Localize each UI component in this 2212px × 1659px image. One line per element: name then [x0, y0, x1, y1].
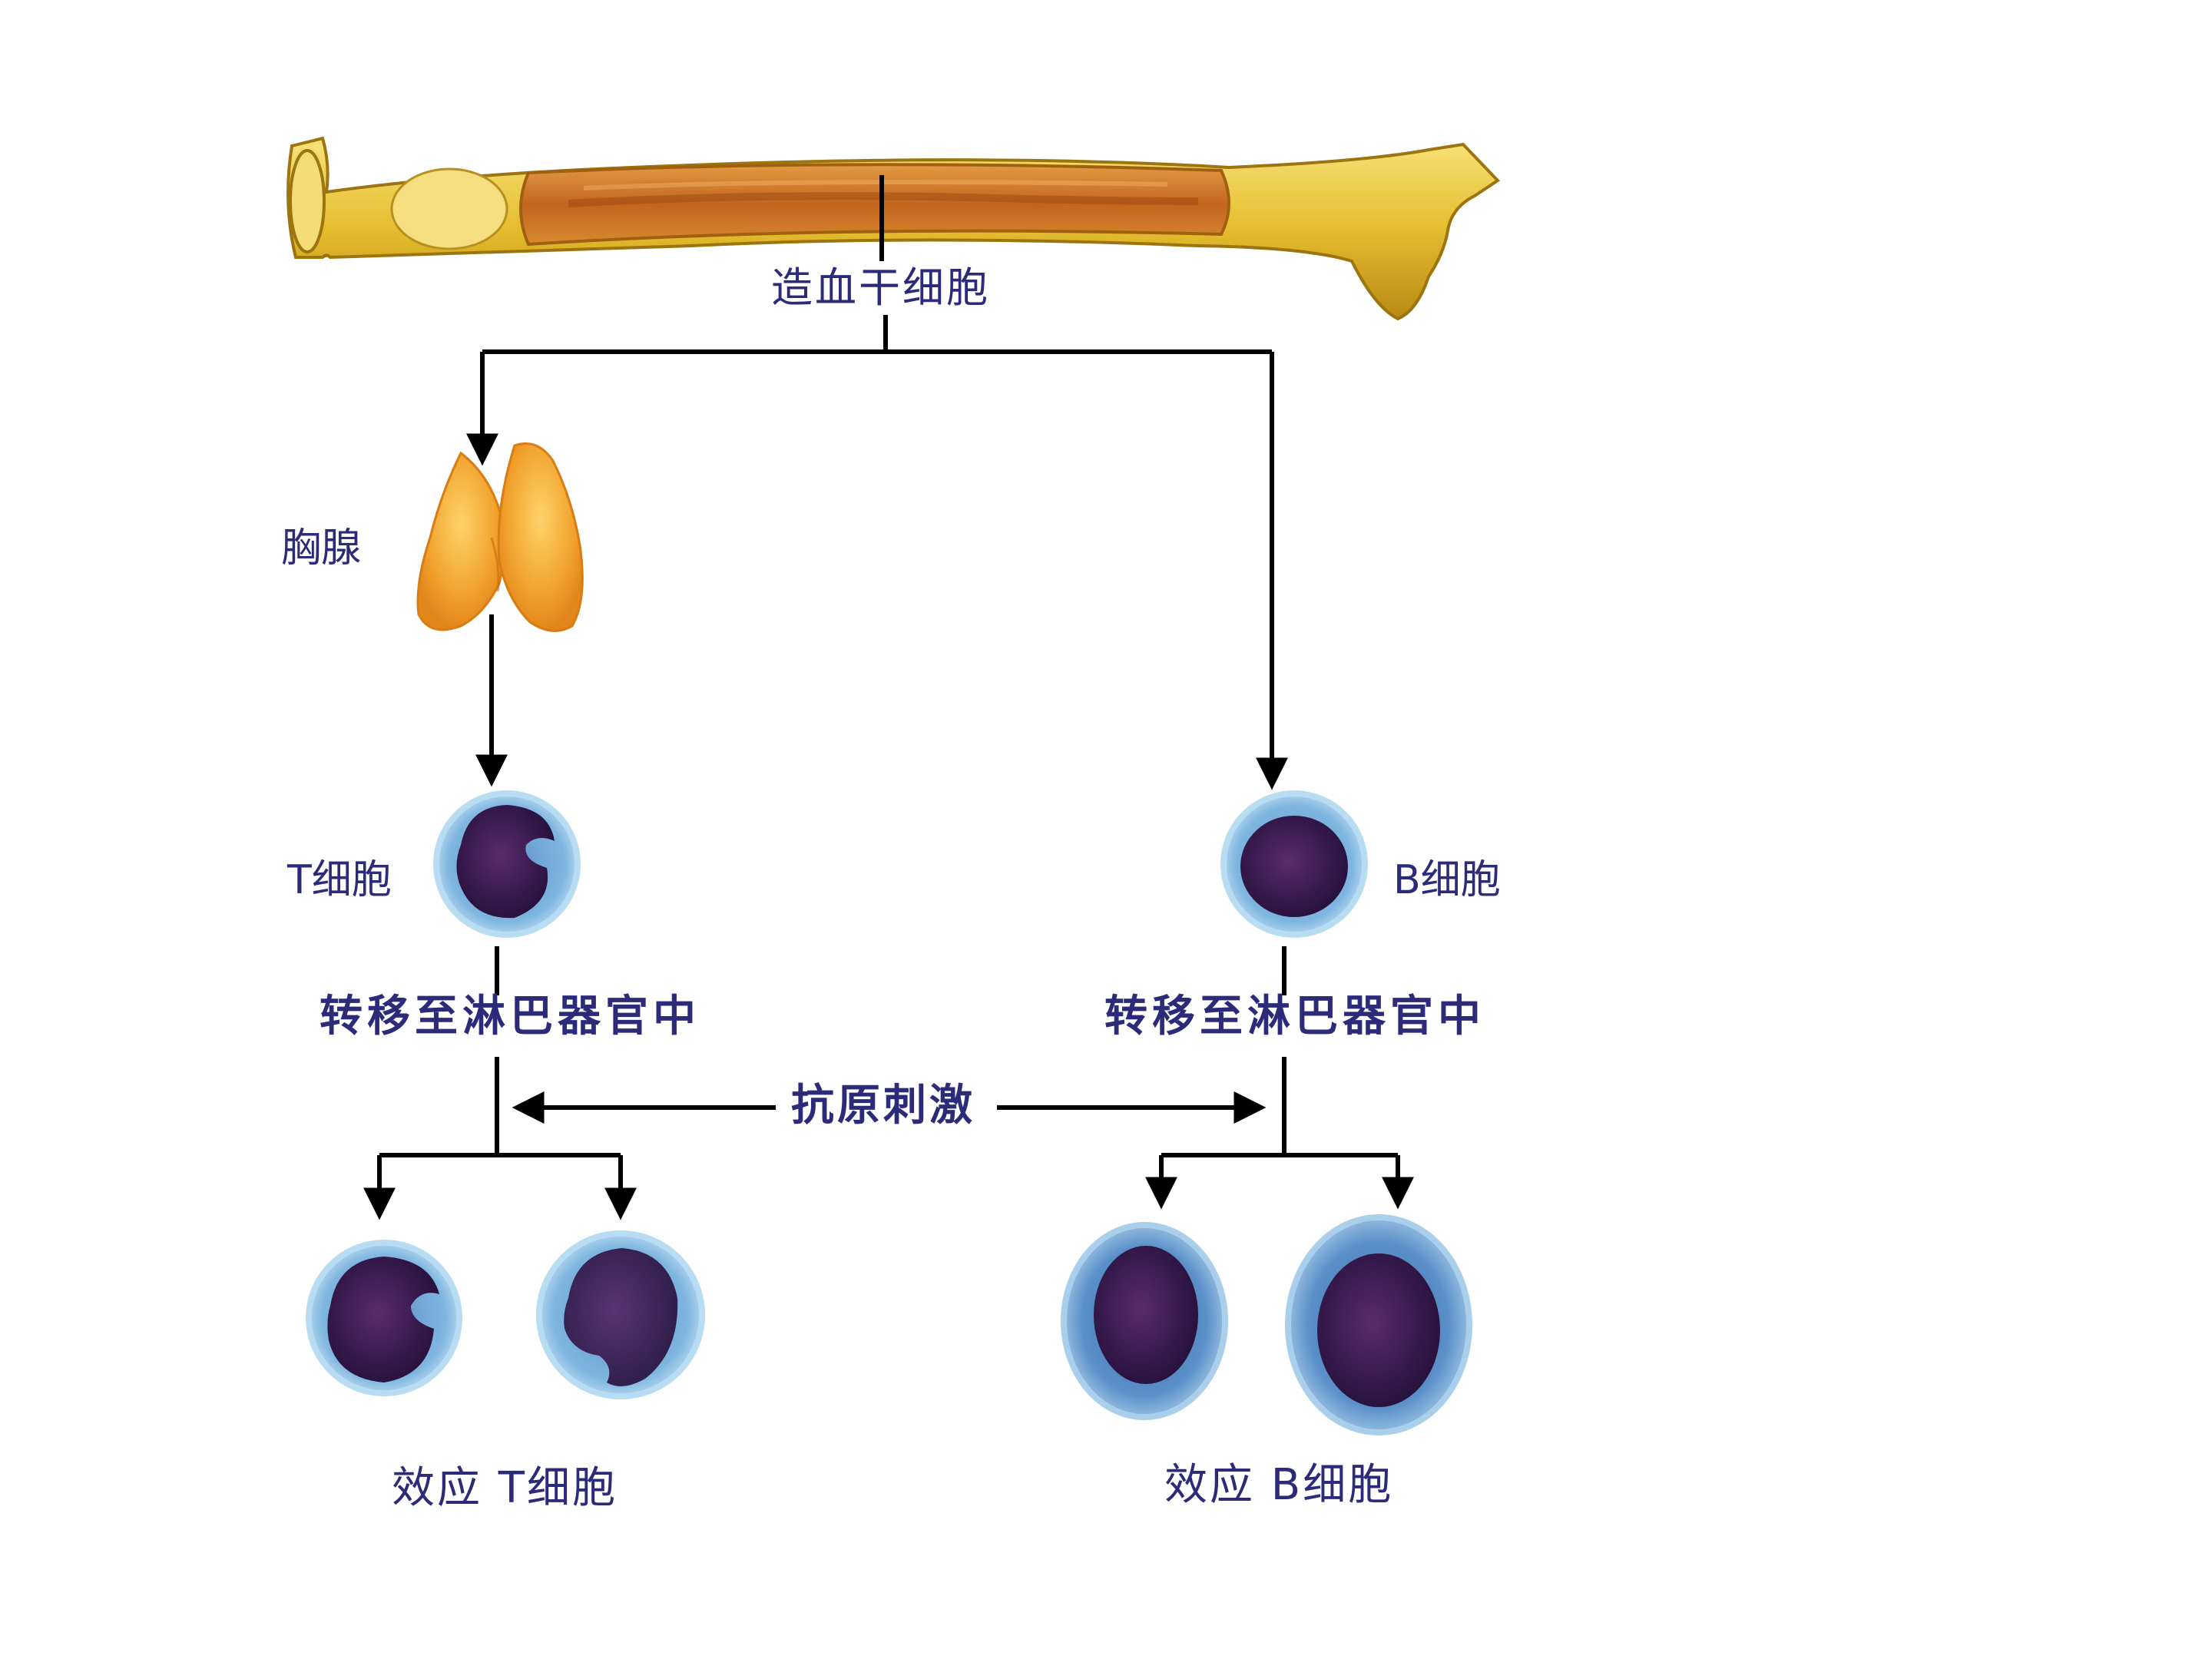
- bone-illustration: [286, 136, 1501, 321]
- effector-t-cell-2: [536, 1230, 705, 1399]
- t-cell-illustration: [433, 790, 581, 938]
- label-stem-cell: 造血干细胞: [771, 263, 990, 312]
- effector-b-cell-2: [1285, 1214, 1472, 1435]
- label-antigen-stimulation: 抗原刺激: [791, 1081, 975, 1131]
- thymus-illustration: [416, 442, 584, 632]
- label-b-cell: B细胞: [1393, 857, 1501, 903]
- effector-b-cell-1: [1061, 1222, 1228, 1420]
- label-effector-b-cell: 效应 B细胞: [1164, 1460, 1394, 1510]
- label-effector-t-cell: 效应 T细胞: [392, 1463, 618, 1513]
- label-migrate-left: 转移至淋巴器官中: [320, 992, 700, 1041]
- connector-lines: [363, 175, 1414, 1220]
- label-t-cell: T细胞: [287, 857, 392, 903]
- b-cell-illustration: [1220, 790, 1368, 938]
- label-thymus: 胸腺: [281, 525, 362, 571]
- effector-t-cell-1: [306, 1240, 462, 1396]
- label-migrate-right: 转移至淋巴器官中: [1104, 992, 1485, 1041]
